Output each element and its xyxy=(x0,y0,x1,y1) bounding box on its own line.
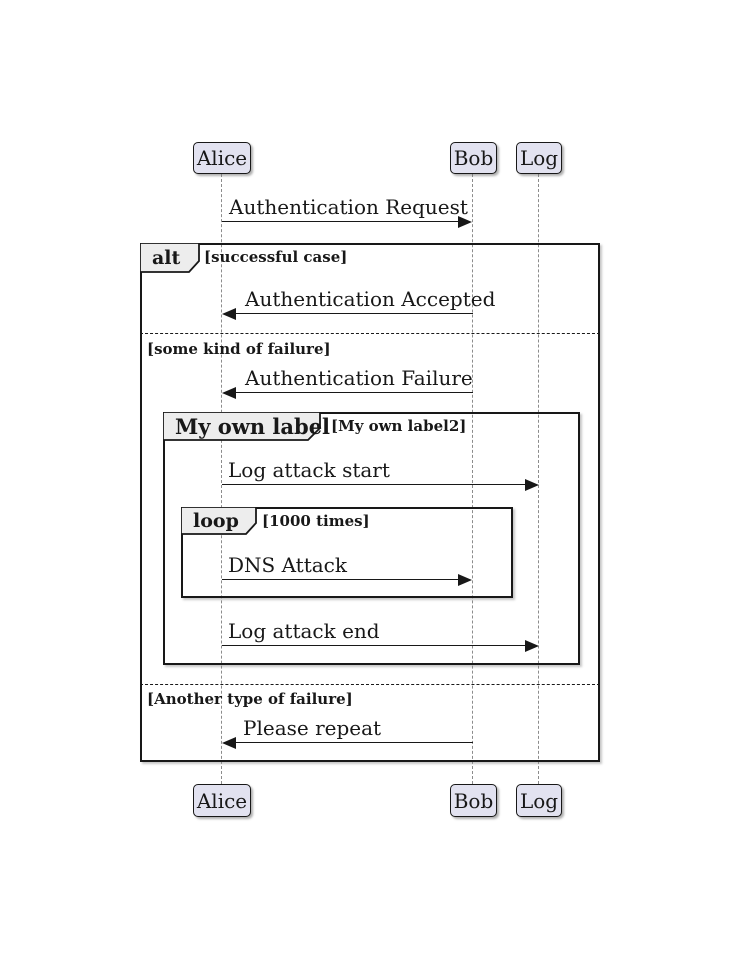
guard-my-own-label2: [My own label2] xyxy=(331,417,467,435)
arrowhead-right-icon xyxy=(525,479,539,491)
arrow-shaft xyxy=(222,484,536,485)
message-arrow-log-attack-end xyxy=(222,640,539,652)
arrow-shaft xyxy=(225,742,473,743)
message-arrow-log-attack-start xyxy=(222,479,539,491)
arrowhead-right-icon xyxy=(525,640,539,652)
lifeline-alice xyxy=(221,174,222,784)
alt-divider-2 xyxy=(140,684,600,685)
frame-group xyxy=(163,412,580,665)
participant-alice-bottom-label: Alice xyxy=(196,788,248,813)
guard-some-kind-of-failure: [some kind of failure] xyxy=(147,340,331,358)
participant-alice-top-label: Alice xyxy=(196,146,248,170)
participant-bob-bottom: Bob xyxy=(450,784,497,817)
frame-alt xyxy=(140,243,600,762)
guard-another-type-of-failure: [Another type of failure] xyxy=(147,690,353,708)
participant-alice-bottom: Alice xyxy=(193,784,251,817)
message-arrow-dns-attack xyxy=(222,574,472,586)
guard-1000-times: [1000 times] xyxy=(262,512,370,530)
participant-log-top: Log xyxy=(516,142,562,174)
message-arrow-please-repeat xyxy=(222,737,473,749)
arrow-shaft xyxy=(222,221,469,222)
frame-group-label: My own label xyxy=(175,414,331,439)
arrow-shaft xyxy=(225,313,473,314)
participant-alice-top: Alice xyxy=(193,142,251,174)
message-label-log-attack-start: Log attack start xyxy=(228,458,390,482)
message-label-authentication-failure: Authentication Failure xyxy=(245,366,473,390)
lifeline-bob xyxy=(472,174,473,784)
participant-bob-top: Bob xyxy=(450,142,497,174)
frame-alt-label: alt xyxy=(152,247,181,269)
frame-loop-label: loop xyxy=(193,510,239,532)
participant-bob-top-label: Bob xyxy=(453,146,494,170)
message-label-log-attack-end: Log attack end xyxy=(228,619,380,643)
message-label-authentication-accepted: Authentication Accepted xyxy=(245,287,496,311)
frame-alt-label-shape xyxy=(140,243,200,273)
message-arrow-authentication-request xyxy=(222,216,472,228)
message-label-authentication-request: Authentication Request xyxy=(229,195,468,219)
arrowhead-left-icon xyxy=(222,737,236,749)
arrow-shaft xyxy=(222,579,469,580)
frame-loop xyxy=(181,507,513,598)
alt-divider-1 xyxy=(140,333,600,334)
arrowhead-left-icon xyxy=(222,308,236,320)
guard-successful-case: [successful case] xyxy=(204,248,348,266)
participant-log-bottom: Log xyxy=(516,784,562,817)
message-label-dns-attack: DNS Attack xyxy=(228,553,348,577)
arrowhead-left-icon xyxy=(222,387,236,399)
participant-bob-bottom-label: Bob xyxy=(453,788,494,813)
frame-loop-label-shape xyxy=(181,507,257,535)
arrow-shaft xyxy=(222,645,536,646)
arrow-shaft xyxy=(225,392,473,393)
arrowhead-right-icon xyxy=(458,574,472,586)
frame-group-label-shape xyxy=(163,412,321,441)
message-arrow-authentication-accepted xyxy=(222,308,473,320)
participant-log-top-label: Log xyxy=(519,146,559,170)
participant-log-bottom-label: Log xyxy=(519,788,559,813)
message-arrow-authentication-failure xyxy=(222,387,473,399)
arrowhead-right-icon xyxy=(458,216,472,228)
message-label-please-repeat: Please repeat xyxy=(243,716,382,740)
